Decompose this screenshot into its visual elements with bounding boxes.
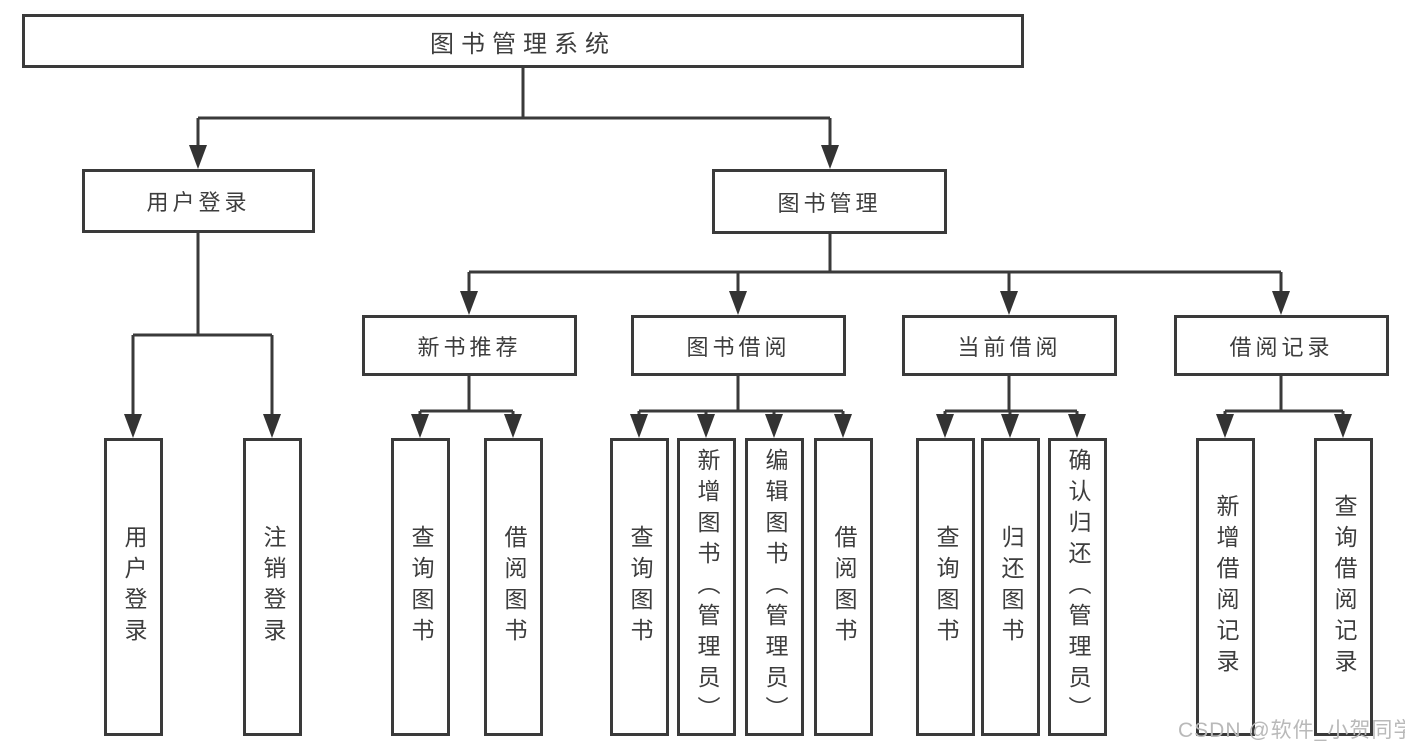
connector-user-login-split xyxy=(133,232,272,337)
leaf-borrow-query-books: 查询图书 xyxy=(610,438,669,736)
leaf-add-book-admin-label: 新增图书（管理员） xyxy=(694,447,720,727)
leaf-logout-label: 注销登录 xyxy=(260,525,286,649)
leaf-query-borrow-record-label: 查询借阅记录 xyxy=(1331,494,1357,680)
node-user-login-label: 用户登录 xyxy=(146,190,251,215)
connector-book-borrow-split xyxy=(639,375,843,413)
arrowhead-level3 xyxy=(460,291,1290,315)
node-book-borrow: 图书借阅 xyxy=(631,315,846,376)
node-new-book-recommend: 新书推荐 xyxy=(362,315,577,376)
node-book-borrow-label: 图书借阅 xyxy=(686,334,791,360)
node-new-book-recommend-label: 新书推荐 xyxy=(417,334,522,360)
node-root-label: 图书管理系统 xyxy=(430,30,616,58)
leaf-return-book: 归还图书 xyxy=(981,438,1040,736)
leaf-add-book-admin: 新增图书（管理员） xyxy=(677,438,736,736)
leaf-add-borrow-record-label: 新增借阅记录 xyxy=(1213,494,1239,680)
watermark: CSDN @软件_小贺同学 xyxy=(1178,719,1405,742)
node-borrow-records-label: 借阅记录 xyxy=(1229,334,1334,360)
leaf-current-query-books-label: 查询图书 xyxy=(933,525,959,649)
node-book-management-label: 图书管理 xyxy=(777,190,882,216)
node-current-borrow-label: 当前借阅 xyxy=(957,334,1062,360)
connector-level3-stems xyxy=(467,272,1283,294)
leaf-add-borrow-record: 新增借阅记录 xyxy=(1196,438,1255,736)
connector-borrow-records-split xyxy=(1225,375,1343,413)
leaf-recommend-borrow-books-label: 借阅图书 xyxy=(501,525,527,649)
node-root: 图书管理系统 xyxy=(22,14,1024,68)
connector-current-borrow-split xyxy=(945,375,1077,413)
leaf-logout: 注销登录 xyxy=(243,438,302,736)
connector-user-login-stems xyxy=(131,335,274,416)
connector-book-management-to-level3 xyxy=(469,233,1281,274)
arrowhead-user-login-leaves xyxy=(124,414,281,438)
leaf-borrow-books: 借阅图书 xyxy=(814,438,873,736)
node-borrow-records: 借阅记录 xyxy=(1174,315,1389,376)
leaf-confirm-return-admin-label: 确认归还（管理员） xyxy=(1065,447,1091,727)
leaf-user-login-label: 用户登录 xyxy=(121,525,147,649)
leaf-edit-book-admin-label: 编辑图书（管理员） xyxy=(762,447,788,727)
connector-root-to-level2 xyxy=(198,67,830,120)
arrowhead-level2 xyxy=(189,145,839,169)
node-current-borrow: 当前借阅 xyxy=(902,315,1117,376)
node-user-login: 用户登录 xyxy=(82,169,315,233)
leaf-query-borrow-record: 查询借阅记录 xyxy=(1314,438,1373,736)
leaf-borrow-query-books-label: 查询图书 xyxy=(627,525,653,649)
leaf-return-book-label: 归还图书 xyxy=(998,525,1024,649)
leaf-borrow-books-label: 借阅图书 xyxy=(831,525,857,649)
leaf-recommend-query-books-label: 查询图书 xyxy=(408,525,434,649)
connector-new-book-recommend-split xyxy=(420,375,513,413)
node-book-management: 图书管理 xyxy=(712,169,947,234)
connector-leaf-stems xyxy=(418,411,1345,418)
leaf-current-query-books: 查询图书 xyxy=(916,438,975,736)
leaf-confirm-return-admin: 确认归还（管理员） xyxy=(1048,438,1107,736)
arrowhead-leaves xyxy=(411,414,1352,438)
connector-level2-stems xyxy=(196,118,832,148)
leaf-user-login: 用户登录 xyxy=(104,438,163,736)
leaf-edit-book-admin: 编辑图书（管理员） xyxy=(745,438,804,736)
leaf-recommend-query-books: 查询图书 xyxy=(391,438,450,736)
leaf-recommend-borrow-books: 借阅图书 xyxy=(484,438,543,736)
